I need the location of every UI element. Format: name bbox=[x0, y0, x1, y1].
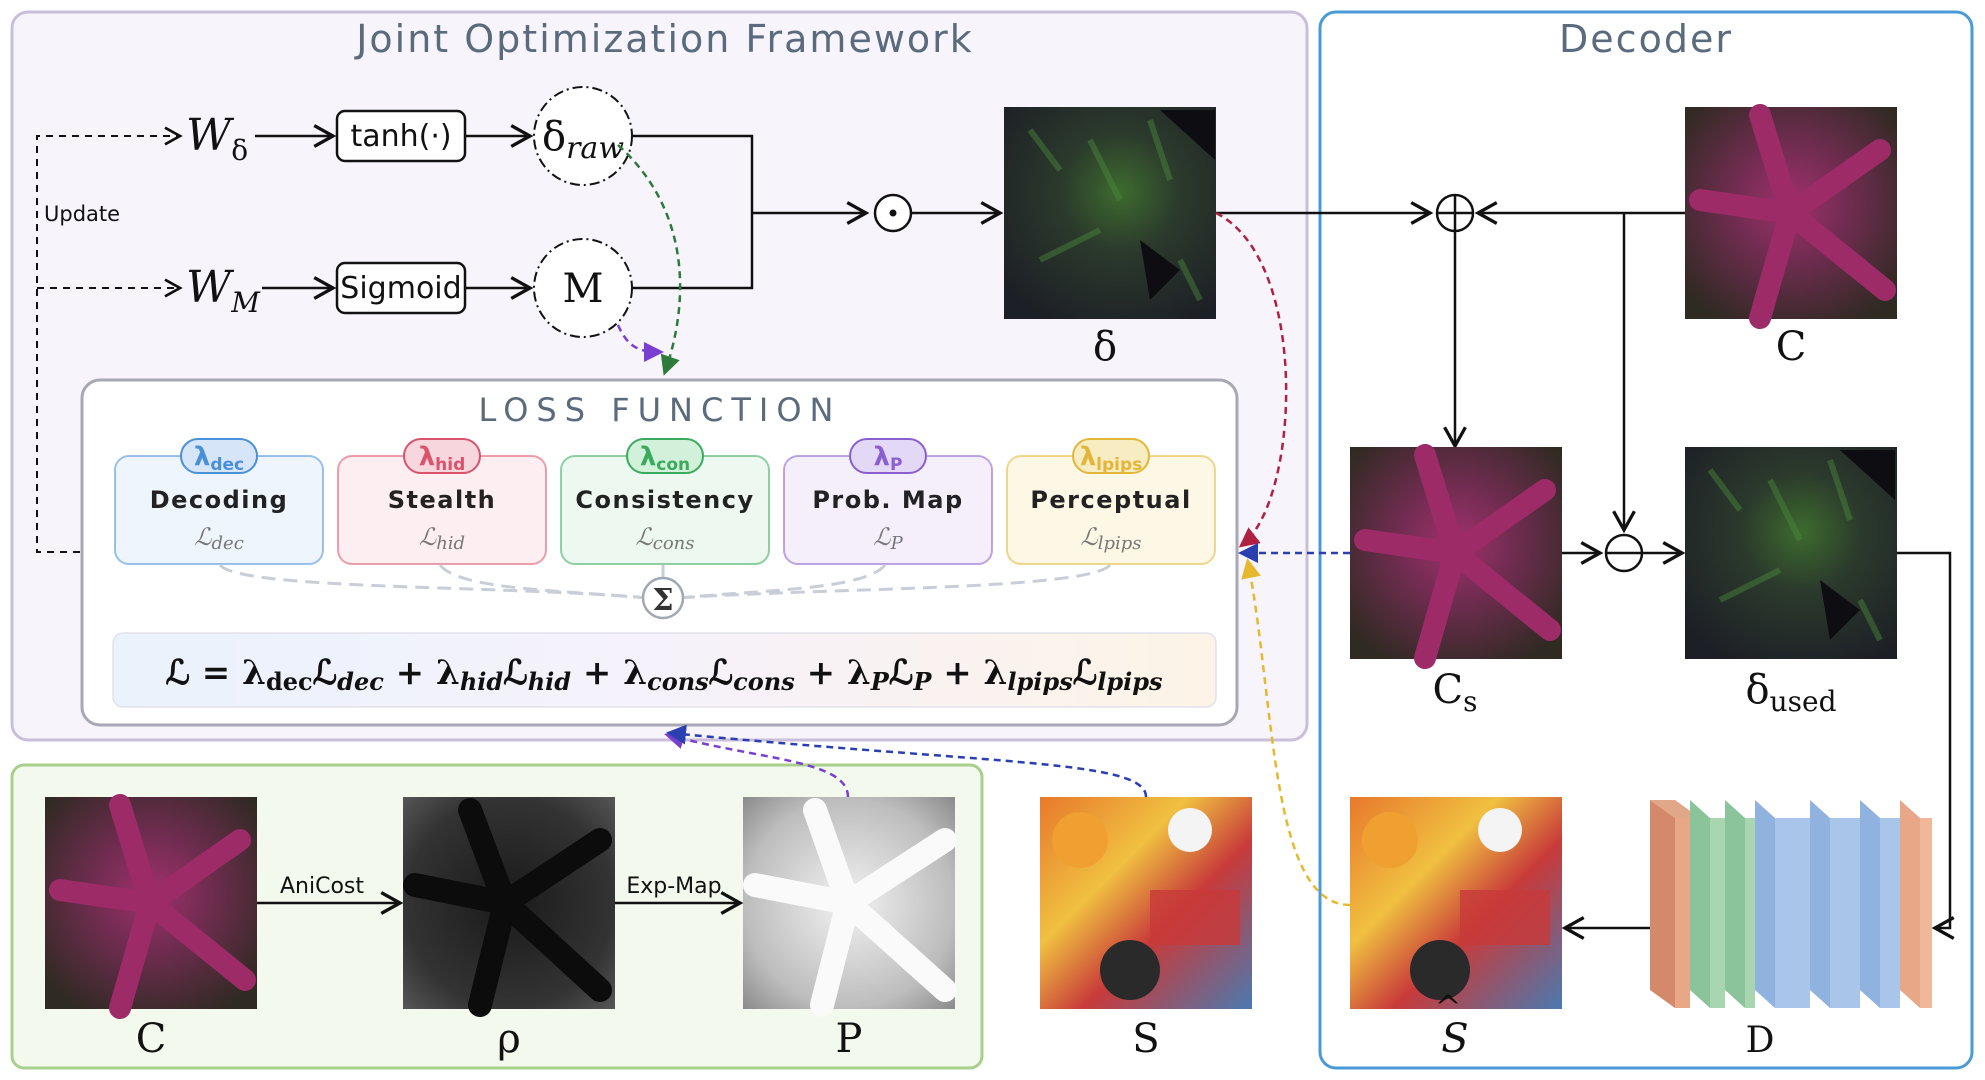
cover-image-bottom bbox=[45, 794, 257, 1019]
cs-image bbox=[1350, 444, 1562, 669]
loss-term-weight: λlpips bbox=[1080, 442, 1143, 475]
loss-term-name: Decoding bbox=[150, 486, 289, 514]
loss-term-name: Stealth bbox=[388, 486, 497, 514]
delta-image bbox=[1004, 107, 1216, 319]
prob-image bbox=[743, 797, 957, 1017]
delta-to-loss-arrow bbox=[1215, 211, 1288, 548]
hadamard-dot bbox=[889, 209, 897, 217]
shat-to-loss-arrow bbox=[1241, 558, 1351, 907]
sum-label: Σ bbox=[652, 583, 673, 618]
decoder-panel-title: Decoder bbox=[1559, 17, 1733, 61]
w-delta-label: Wδ bbox=[186, 110, 248, 167]
rho-label: ρ bbox=[497, 1016, 521, 1062]
loss-term-symbol: ℒlpips bbox=[1080, 523, 1141, 554]
loss-term-weight: λcon bbox=[640, 442, 690, 475]
loss-term-symbol: ℒhid bbox=[419, 523, 465, 554]
joint-panel-title: Joint Optimization Framework bbox=[354, 17, 974, 61]
cs-label: Cs bbox=[1433, 667, 1478, 718]
tanh-label: tanh(·) bbox=[350, 119, 451, 154]
loss-formula-box bbox=[112, 632, 1217, 708]
loss-function-title: LOSS FUNCTION bbox=[479, 391, 842, 429]
secret-hat-caret: ^ bbox=[1435, 988, 1462, 1026]
delta-raw-to-loss-arrow bbox=[617, 144, 682, 376]
secret-image bbox=[1040, 797, 1252, 1009]
w-m-label: WM bbox=[186, 262, 261, 319]
loss-term-weight: λdec bbox=[194, 442, 244, 475]
loss-term-name: Perceptual bbox=[1030, 486, 1191, 514]
delta-label: δ bbox=[1093, 324, 1117, 370]
update-loop-arrow bbox=[36, 126, 183, 553]
secret-to-loss-arrow bbox=[666, 724, 1148, 798]
cover-bottom-label: C bbox=[136, 1016, 167, 1062]
sigmoid-label: Sigmoid bbox=[340, 271, 461, 306]
delta-raw-label: δraw bbox=[542, 114, 624, 166]
update-label: Update bbox=[44, 202, 120, 226]
expmap-label: Exp-Map bbox=[626, 874, 721, 899]
prob-label: P bbox=[836, 1016, 863, 1062]
decoder-net-label: D bbox=[1746, 1020, 1775, 1061]
loss-term-symbol: ℒdec bbox=[194, 523, 244, 554]
delta-used-to-decoder-arrow bbox=[1897, 551, 1955, 940]
sum-node bbox=[641, 576, 685, 620]
loss-term-name: Consistency bbox=[575, 486, 754, 514]
secret-label: S bbox=[1132, 1016, 1159, 1062]
delta-used-image bbox=[1685, 447, 1897, 659]
loss-term-weight: λhid bbox=[419, 442, 466, 475]
cover-image-top bbox=[1685, 104, 1897, 329]
cover-top-label: C bbox=[1776, 324, 1807, 370]
mask-to-loss-arrow bbox=[616, 324, 664, 362]
decoder-network bbox=[1649, 798, 1932, 1010]
secret-hat-label: S bbox=[1441, 1016, 1468, 1062]
loss-term-name: Prob. Map bbox=[812, 486, 963, 514]
delta-used-label: δused bbox=[1746, 667, 1837, 718]
update-label-bg bbox=[40, 200, 128, 228]
loss-term-symbol: ℒP bbox=[873, 523, 903, 554]
prob-to-loss-arrow bbox=[664, 729, 850, 798]
mask-label: M bbox=[563, 266, 604, 312]
loss-term-symbol: ℒcons bbox=[635, 523, 694, 554]
secret-hat-image bbox=[1350, 797, 1562, 1009]
rho-image bbox=[403, 797, 615, 1017]
loss-formula: ℒ = λdecℒdec + λhidℒhid + λconsℒcons + λ… bbox=[165, 653, 1163, 696]
loss-term-weight: λP bbox=[874, 442, 903, 475]
loss-terms: λdecDecodingℒdecλhidStealthℒhidλconConsi… bbox=[114, 438, 1216, 565]
anicost-label: AniCost bbox=[280, 874, 364, 899]
